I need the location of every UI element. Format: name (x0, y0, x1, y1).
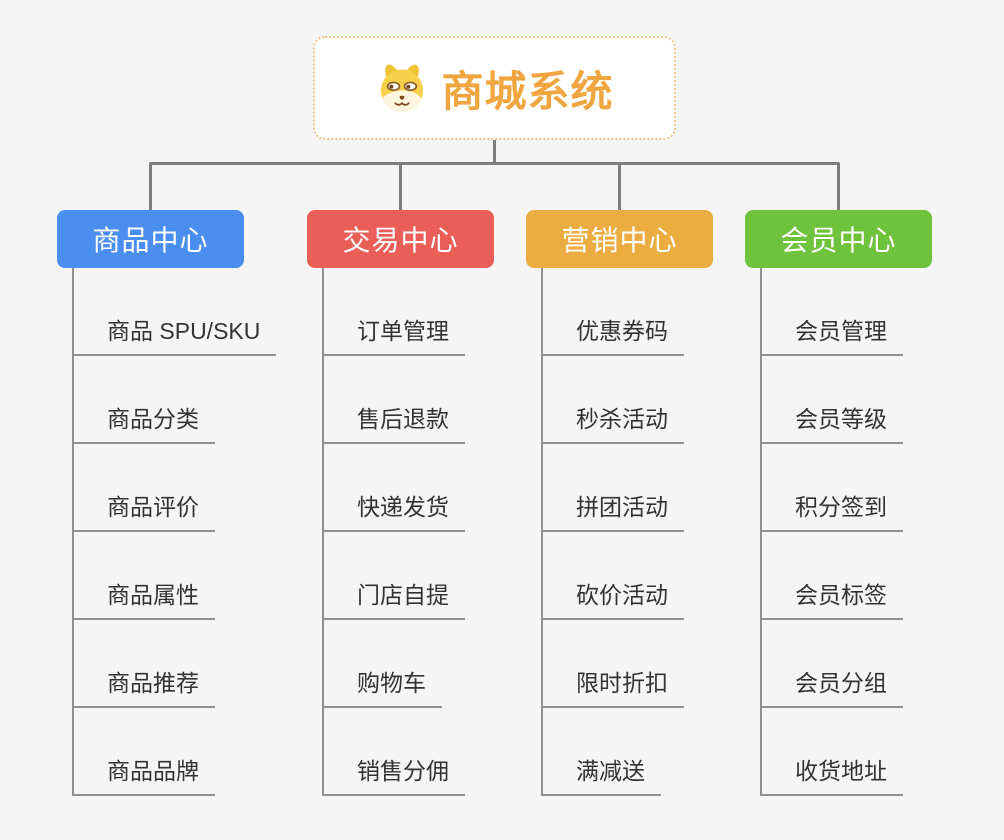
topic-item[interactable]: 砍价活动 (543, 532, 684, 620)
root-title: 商城系统 (441, 67, 614, 115)
topic-item[interactable]: 秒杀活动 (543, 356, 684, 444)
branch-item-list: 订单管理售后退款快递发货门店自提购物车销售分佣 (322, 268, 494, 796)
branch-4: 会员中心 会员管理会员等级积分签到会员标签会员分组收货地址 (745, 210, 932, 796)
topic-item[interactable]: 快递发货 (324, 444, 465, 532)
topic-item[interactable]: 会员等级 (762, 356, 903, 444)
topic-item[interactable]: 商品评价 (74, 444, 215, 532)
connector-root-stem (493, 140, 496, 164)
branch-header[interactable]: 会员中心 (745, 210, 932, 268)
topic-item[interactable]: 购物车 (324, 620, 442, 708)
topic-item[interactable]: 优惠券码 (543, 268, 684, 356)
topic-item[interactable]: 收货地址 (762, 708, 903, 796)
topic-item[interactable]: 门店自提 (324, 532, 465, 620)
branch-header[interactable]: 营销中心 (526, 210, 713, 268)
topic-item[interactable]: 订单管理 (324, 268, 465, 356)
branch-header[interactable]: 交易中心 (307, 210, 494, 268)
topic-item[interactable]: 限时折扣 (543, 620, 684, 708)
topic-item[interactable]: 销售分佣 (324, 708, 465, 796)
topic-item[interactable]: 积分签到 (762, 444, 903, 532)
dog-face-icon (375, 61, 429, 115)
branch-2: 交易中心 订单管理售后退款快递发货门店自提购物车销售分佣 (307, 210, 494, 796)
topic-item[interactable]: 拼团活动 (543, 444, 684, 532)
branch-header[interactable]: 商品中心 (57, 210, 244, 268)
connector-drop (149, 164, 152, 210)
connector-bus (149, 162, 840, 165)
topic-item[interactable]: 售后退款 (324, 356, 465, 444)
branch-3: 营销中心 优惠券码秒杀活动拼团活动砍价活动限时折扣满减送 (526, 210, 713, 796)
topic-item[interactable]: 商品推荐 (74, 620, 215, 708)
topic-item[interactable]: 商品分类 (74, 356, 215, 444)
connector-drop (618, 164, 621, 210)
topic-item[interactable]: 会员分组 (762, 620, 903, 708)
topic-item[interactable]: 商品 SPU/SKU (74, 268, 277, 356)
branch-item-list: 会员管理会员等级积分签到会员标签会员分组收货地址 (760, 268, 932, 796)
topic-item[interactable]: 会员标签 (762, 532, 903, 620)
connector-drop (837, 164, 840, 210)
topic-item[interactable]: 商品属性 (74, 532, 215, 620)
topic-item[interactable]: 会员管理 (762, 268, 903, 356)
topic-item[interactable]: 商品品牌 (74, 708, 215, 796)
branch-item-list: 优惠券码秒杀活动拼团活动砍价活动限时折扣满减送 (541, 268, 713, 796)
root-node[interactable]: 商城系统 (313, 36, 676, 140)
connector-drop (399, 164, 402, 210)
topic-item[interactable]: 满减送 (543, 708, 661, 796)
